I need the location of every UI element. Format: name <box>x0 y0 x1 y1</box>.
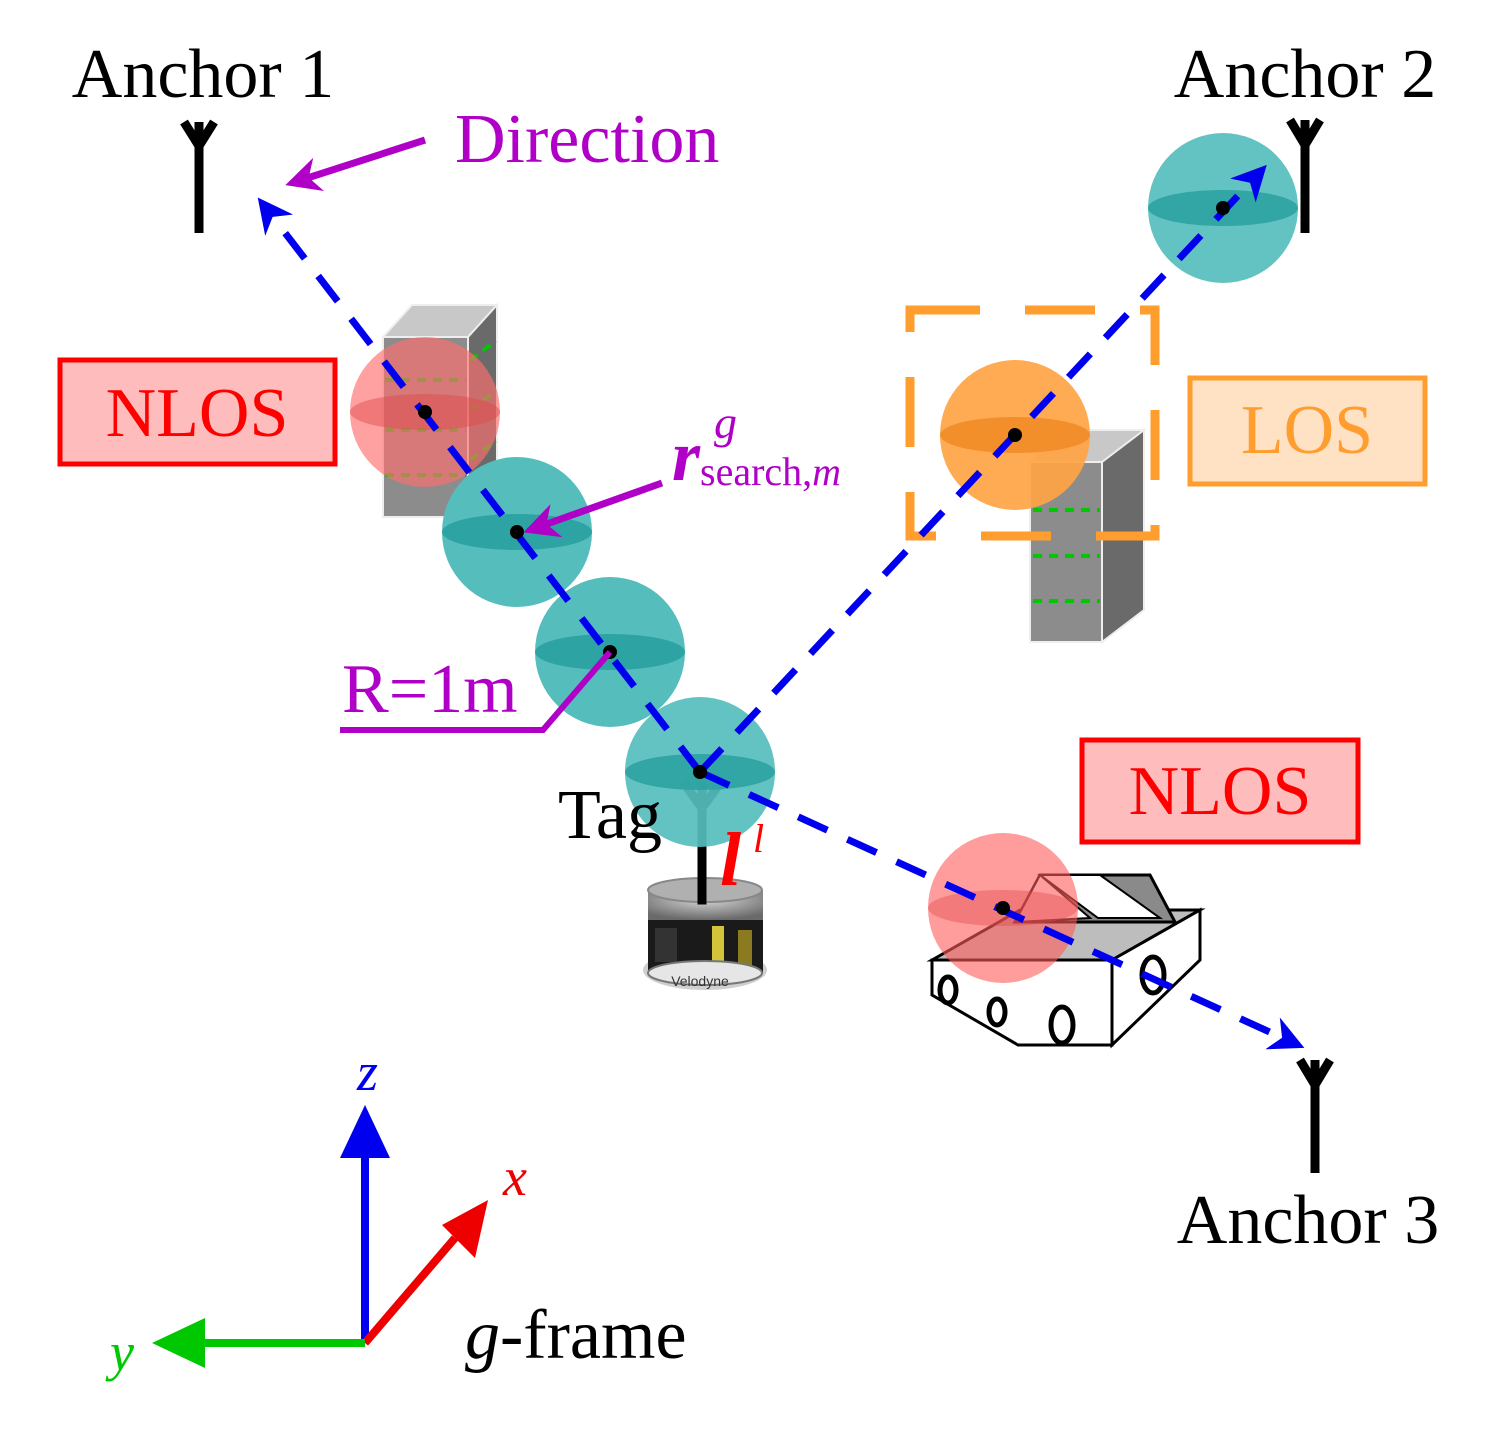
r-subscript-text: search, <box>700 449 812 494</box>
nlos-label-left: NLOS <box>57 357 338 467</box>
axis-y-label: y <box>105 1322 134 1382</box>
anchor3-label: Anchor 3 <box>1177 1182 1439 1259</box>
nlos-right-text: NLOS <box>1129 753 1312 830</box>
ray-anchor1 <box>257 197 703 775</box>
anchor1-antenna-icon <box>180 119 218 233</box>
lidar-sensor: Velodyne <box>643 877 767 990</box>
anchor3-antenna-icon <box>1296 1057 1334 1173</box>
anchor2-antenna-icon <box>1286 117 1324 233</box>
l-superscript: l <box>753 816 764 861</box>
direction-arrow <box>285 136 427 192</box>
los-label: LOS <box>1187 375 1428 487</box>
nlos-left-text: NLOS <box>106 375 289 452</box>
nlos-label-right: NLOS <box>1079 737 1361 845</box>
r-superscript: g <box>714 397 737 448</box>
g-frame-rest: -frame <box>500 1297 687 1374</box>
l-symbol: l <box>720 818 741 902</box>
r-search-arrow <box>523 479 664 538</box>
axis-z-label: z <box>356 1042 378 1102</box>
anchor2-label: Anchor 2 <box>1174 36 1436 113</box>
r-subscript-m: m <box>812 449 841 494</box>
g-frame-label: g-frame <box>465 1297 687 1374</box>
lidar-brand-label: Velodyne <box>671 973 729 989</box>
radius-leader-line <box>340 650 613 733</box>
g-frame-italic: g <box>465 1297 500 1374</box>
direction-label: Direction <box>455 101 719 178</box>
los-target-box <box>905 305 1160 541</box>
radius-label: R=1m <box>342 651 518 728</box>
lidar-frame-label: l l <box>720 816 764 902</box>
tag-label: Tag <box>558 777 662 854</box>
r-subscript: search,m <box>700 449 841 494</box>
r-search-label: r g search,m <box>672 397 841 496</box>
ray-anchor2 <box>697 164 1267 775</box>
g-frame-axes <box>152 1105 488 1368</box>
r-symbol: r <box>672 416 701 496</box>
anchor1-label: Anchor 1 <box>72 36 334 113</box>
los-text: LOS <box>1241 392 1373 469</box>
axis-x-label: x <box>502 1147 527 1207</box>
